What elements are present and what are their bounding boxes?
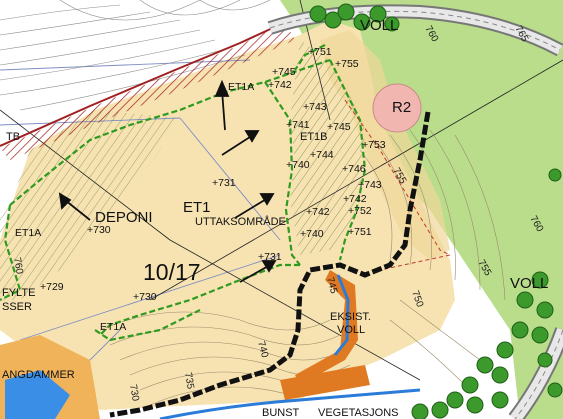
label-tb: TB: [6, 131, 20, 143]
label-et1a-bottom: ET1A: [100, 321, 126, 333]
label-et1b: ET1B: [300, 131, 328, 143]
direction-arrows: [58, 79, 277, 283]
label-uttaksomrade: UTTAKSOMRÅDE: [195, 215, 286, 228]
elev-label: +740: [300, 228, 324, 240]
elev-label: +740: [286, 159, 310, 171]
label-et1a-top: ET1A: [228, 81, 254, 93]
label-fylte-1: FYLTE: [2, 287, 35, 299]
pond-water: [5, 370, 70, 419]
road: [267, 4, 563, 419]
stream-blue: [333, 274, 350, 356]
stream-bottom: [159, 388, 421, 419]
contour-label: 730: [127, 384, 141, 403]
elev-label: +743: [303, 101, 327, 113]
elev-label: +742: [268, 79, 292, 91]
label-plan-number: 10/17: [143, 259, 201, 285]
elev-label: +742: [306, 206, 330, 218]
contour-label: 735: [182, 372, 196, 391]
label-deponi: DEPONI: [95, 209, 153, 226]
elev-label: +752: [348, 205, 372, 217]
elev-label: +755: [335, 58, 359, 70]
label-angdammer: ANGDAMMER: [2, 369, 75, 381]
red-dashed-boundary: [344, 99, 452, 271]
tree-cluster: [309, 3, 563, 419]
label-r2: R2: [392, 99, 411, 116]
elev-label: +731: [258, 251, 282, 263]
elev-label: +730: [133, 291, 157, 303]
eksist-voll-strip: [295, 270, 358, 385]
label-eksist-1: EKSIST.: [330, 311, 371, 323]
r2-circle: [372, 83, 422, 133]
contour-label: 760: [11, 257, 25, 276]
label-et1a-left: ET1A: [15, 227, 41, 239]
label-fylte-2: SSER: [2, 301, 32, 313]
contour-label: 740: [255, 340, 270, 359]
elev-label: +741: [286, 119, 310, 131]
label-eksist-2: VOLL: [337, 324, 365, 336]
elev-label: +746: [342, 163, 366, 175]
deponi-hatch: [0, 110, 180, 300]
elev-label: +742: [343, 193, 367, 205]
transition-area: [320, 30, 450, 260]
contour-label: 745: [324, 276, 339, 295]
elev-label: +753: [362, 139, 386, 151]
label-bunst: BUNST: [262, 407, 300, 419]
elev-label: +743: [358, 179, 382, 191]
elev-label: +730: [87, 224, 111, 236]
zone-boundaries: [0, 44, 367, 342]
elev-label: +751: [348, 226, 372, 238]
label-voll-right: VOLL: [510, 275, 548, 292]
elev-label: +745: [327, 121, 351, 133]
elev-label: +751: [308, 46, 332, 58]
label-voll-top: VOLL: [360, 17, 398, 34]
black-dashed-boundary: [109, 111, 431, 418]
terrain-top-left: [0, 0, 280, 145]
orange-strip-bottom: [280, 365, 370, 400]
elev-label: +745: [272, 66, 296, 78]
contour-lines-topleft: [0, 0, 271, 111]
red-boundary-strip: [0, 22, 295, 160]
elev-label: +729: [40, 281, 64, 293]
label-et1: ET1: [183, 199, 211, 216]
elev-label: +744: [310, 149, 334, 161]
elev-label: +731: [212, 177, 236, 189]
label-vegetasjons: VEGETASJONS: [318, 407, 398, 419]
